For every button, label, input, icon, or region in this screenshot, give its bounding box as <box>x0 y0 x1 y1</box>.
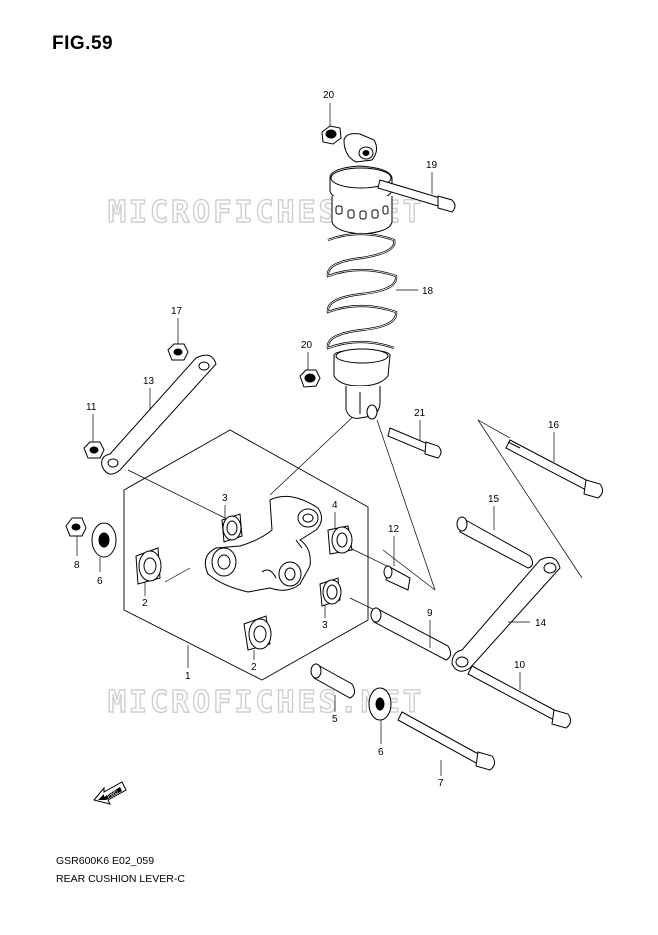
sleeve-5 <box>310 663 356 699</box>
guide-line-shock-pin <box>376 419 436 591</box>
leader-lines <box>76 103 555 776</box>
bolt-7 <box>397 711 496 771</box>
bearing-2-left <box>135 547 162 585</box>
callout-18: 18 <box>422 286 434 297</box>
bearing-2-lower <box>243 615 272 651</box>
nut-20-lower <box>299 369 321 388</box>
callout-11: 11 <box>86 402 97 413</box>
bolt-10 <box>467 665 572 729</box>
cushion-rod-14 <box>451 556 561 672</box>
nut-11 <box>83 441 105 459</box>
callout-7: 7 <box>438 778 444 789</box>
callout-13: 13 <box>143 376 155 387</box>
callout-3-top: 3 <box>222 493 228 504</box>
guide-line-shock-lever <box>269 412 358 496</box>
callout-8: 8 <box>74 560 80 571</box>
bearing-3-top <box>221 513 243 543</box>
figure-code: GSR600K6 E02_059 <box>56 855 155 867</box>
callout-20-top: 20 <box>323 90 335 101</box>
callout-17: 17 <box>171 306 183 317</box>
callout-1: 1 <box>185 671 191 682</box>
callout-16: 16 <box>548 420 560 431</box>
callout-20-lower: 20 <box>301 340 313 351</box>
sleeve-9 <box>370 607 452 661</box>
bolt-16 <box>505 439 604 499</box>
nut-20-top <box>321 125 342 145</box>
guide-line-16b <box>477 419 511 439</box>
callout-21: 21 <box>414 408 426 419</box>
nut-8 <box>65 517 87 537</box>
fwd-label: FWD <box>106 789 119 800</box>
guide-line-16a <box>477 419 583 579</box>
figure-title: FIG.59 <box>52 33 114 54</box>
rear-shock-absorber <box>326 133 398 420</box>
callout-5: 5 <box>332 714 338 725</box>
callout-3-lower: 3 <box>322 620 328 631</box>
callout-numbers: 20 19 18 20 21 17 13 11 16 3 4 12 15 8 6… <box>74 90 560 789</box>
washer-6-lower <box>368 687 392 721</box>
callout-6-lower: 6 <box>378 747 384 758</box>
bearing-4 <box>327 525 353 555</box>
fwd-arrow-icon: FWD <box>93 781 127 805</box>
callout-2-left: 2 <box>142 598 148 609</box>
callout-15: 15 <box>488 494 500 505</box>
callout-12: 12 <box>388 524 400 535</box>
lever-assembly-box <box>123 429 369 681</box>
cushion-rod-13 <box>101 354 217 475</box>
guide-line-rod <box>127 469 226 519</box>
collar-12 <box>383 565 411 591</box>
bolt-19 <box>377 179 456 213</box>
guide-line-bearing-left <box>164 567 191 583</box>
guide-line-collar <box>382 549 436 591</box>
figure-caption: REAR CUSHION LEVER-C <box>56 873 185 885</box>
bearing-3-lower <box>319 577 342 607</box>
callout-6-left: 6 <box>97 576 103 587</box>
cushion-lever-1 <box>204 495 322 593</box>
callout-2-lower: 2 <box>251 662 257 673</box>
callout-19: 19 <box>426 160 438 171</box>
washer-6-left <box>91 522 117 558</box>
callout-14: 14 <box>535 618 547 629</box>
sleeve-15 <box>456 516 534 569</box>
callout-9: 9 <box>427 608 433 619</box>
callout-10: 10 <box>514 660 526 671</box>
bolt-21 <box>387 427 442 459</box>
nut-17 <box>167 343 189 361</box>
callout-4: 4 <box>332 500 338 511</box>
